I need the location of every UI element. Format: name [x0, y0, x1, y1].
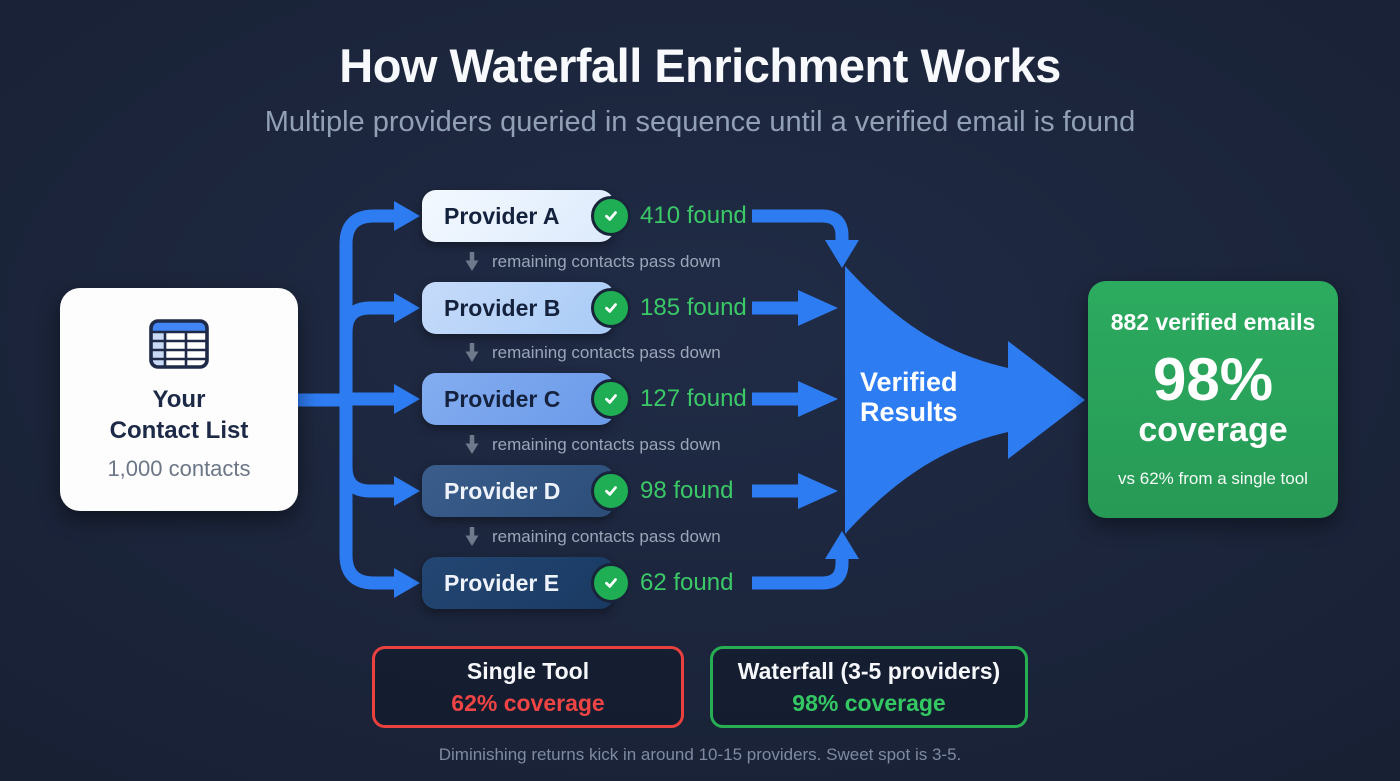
found-count: 127 found [640, 385, 747, 412]
provider-row: Provider E 62 found [422, 557, 733, 609]
provider-name: Provider D [444, 477, 561, 504]
provider-box: Provider C [422, 373, 631, 425]
waterfall-title: Waterfall (3-5 providers) [737, 657, 1001, 684]
provider-name: Provider A [444, 202, 560, 229]
provider-name: Provider E [444, 569, 560, 596]
single-tool-box: Single Tool 62% coverage [372, 646, 684, 728]
provider-box: Provider D [422, 465, 631, 517]
contact-card-title: Your Contact List [110, 384, 249, 446]
passdown-label: remaining contacts pass down [492, 252, 721, 271]
result-card: 882 verified emails 98% coverage vs 62% … [1088, 281, 1338, 518]
found-count: 62 found [640, 569, 734, 596]
provider-row: Provider C 127 found [422, 373, 747, 425]
check-icon [591, 563, 631, 603]
passdown-row: remaining contacts pass down [464, 249, 721, 275]
provider-row: Provider D 98 found [422, 465, 733, 517]
check-icon [591, 196, 631, 236]
passdown-label: remaining contacts pass down [492, 435, 721, 454]
provider-row: Provider B 185 found [422, 282, 747, 334]
branch-lines [296, 209, 396, 590]
down-arrow-icon [465, 527, 479, 546]
passdown-row: remaining contacts pass down [464, 524, 721, 550]
result-percent: 98% [1152, 346, 1274, 413]
footer-note: Diminishing returns kick in around 10-15… [438, 745, 962, 764]
provider-box: Provider A [422, 190, 631, 242]
funnel-label-line2: Results [860, 397, 958, 428]
spreadsheet-icon [149, 319, 209, 369]
provider-box: Provider B [422, 282, 631, 334]
passdown-label: remaining contacts pass down [492, 343, 721, 362]
merge-arrowheads [798, 240, 859, 559]
funnel-shape [845, 266, 1085, 534]
passdown-row: remaining contacts pass down [464, 432, 721, 458]
check-icon [591, 471, 631, 511]
provider-name: Provider B [444, 294, 561, 321]
waterfall-box: Waterfall (3-5 providers) 98% coverage [710, 646, 1028, 728]
funnel-label: Verified Results [860, 367, 958, 427]
found-count: 185 found [640, 294, 747, 321]
passdown-label: remaining contacts pass down [492, 527, 721, 546]
check-icon [591, 288, 631, 328]
merge-lines [752, 209, 849, 590]
result-coverage-word: coverage [1138, 411, 1288, 449]
result-headline: 882 verified emails [1110, 309, 1316, 335]
funnel-label-line1: Verified [860, 367, 958, 397]
down-arrow-icon [465, 343, 479, 362]
waterfall-value: 98% coverage [792, 690, 946, 716]
contact-title-line2: Contact List [109, 417, 249, 445]
found-count: 410 found [640, 202, 747, 229]
contact-list-card: Your Contact List 1,000 contacts [60, 288, 298, 511]
branch-arrowheads [394, 201, 420, 598]
down-arrow-icon [465, 252, 479, 271]
passdown-row: remaining contacts pass down [464, 340, 721, 366]
provider-box: Provider E [422, 557, 631, 609]
result-comparison: vs 62% from a single tool [1118, 469, 1308, 489]
page-title: How Waterfall Enrichment Works [339, 39, 1061, 92]
single-tool-title: Single Tool [466, 657, 590, 684]
down-arrow-icon [465, 435, 479, 454]
provider-row: Provider A 410 found [422, 190, 747, 242]
single-tool-value: 62% coverage [451, 690, 605, 716]
contact-count: 1,000 contacts [107, 456, 251, 482]
contact-title-line1: Your [152, 386, 206, 413]
check-icon [591, 379, 631, 419]
page-subtitle: Multiple providers queried in sequence u… [264, 106, 1136, 138]
found-count: 98 found [640, 477, 734, 504]
provider-name: Provider C [444, 385, 561, 412]
